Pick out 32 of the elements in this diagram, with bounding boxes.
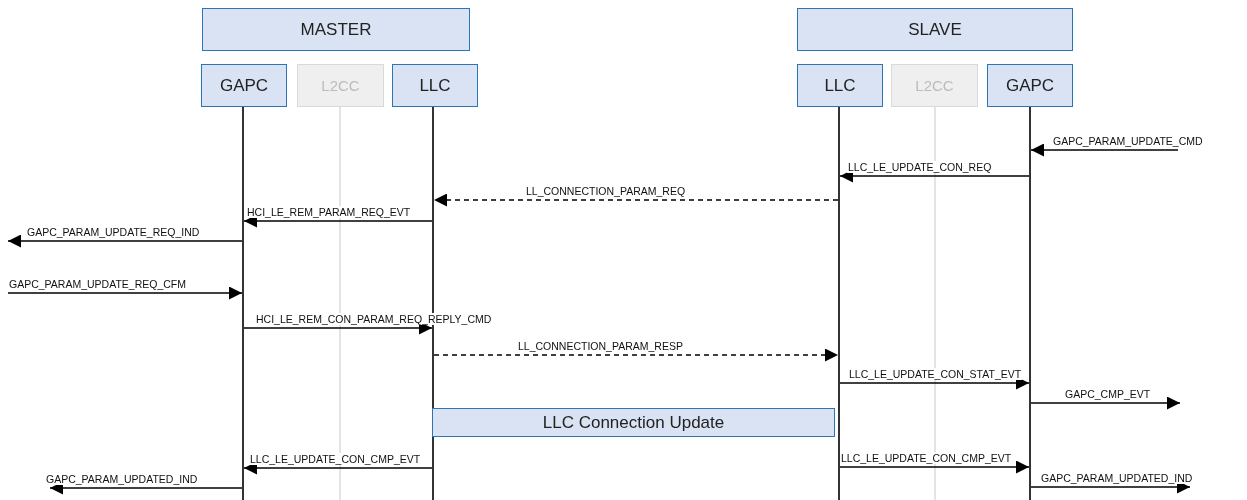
message-label: GAPC_PARAM_UPDATED_IND [45,473,199,485]
component-box: GAPC [201,64,287,107]
message-label: LLC_LE_UPDATE_CON_CMP_EVT [840,452,1013,464]
message-arrow [839,460,1030,474]
component-box: GAPC [987,64,1073,107]
message-arrow [433,193,839,207]
message-label: GAPC_PARAM_UPDATE_REQ_CFM [8,278,187,290]
role-box: MASTER [202,8,470,51]
role-box: SLAVE [797,8,1073,51]
message-arrow [433,348,839,362]
message-arrow [7,286,243,300]
message-arrow [1030,143,1179,157]
message-label: GAPC_PARAM_UPDATE_CMD [1052,135,1204,147]
component-box: LLC [392,64,478,107]
message-label: LLC_LE_UPDATE_CON_REQ [847,161,993,173]
component-box: LLC [797,64,883,107]
message-label: GAPC_PARAM_UPDATED_IND [1040,472,1194,484]
lifeline [1029,107,1031,500]
lifeline [242,107,244,500]
lifeline [432,107,434,500]
message-arrow [7,234,243,248]
message-label: LLC_LE_UPDATE_CON_CMP_EVT [249,453,422,465]
message-label: LLC_LE_UPDATE_CON_STAT_EVT [848,368,1023,380]
message-arrow [1030,396,1181,410]
message-label: HCI_LE_REM_PARAM_REQ_EVT [246,206,412,218]
message-label: GAPC_PARAM_UPDATE_REQ_IND [26,226,201,238]
process-box: LLC Connection Update [432,408,835,437]
message-label: HCI_LE_REM_CON_PARAM_REQ_REPLY_CMD [255,313,493,325]
message-label: LL_CONNECTION_PARAM_RESP [517,340,684,352]
message-label: LL_CONNECTION_PARAM_REQ [525,185,687,197]
lifeline [838,107,840,500]
message-label: GAPC_CMP_EVT [1064,388,1152,400]
